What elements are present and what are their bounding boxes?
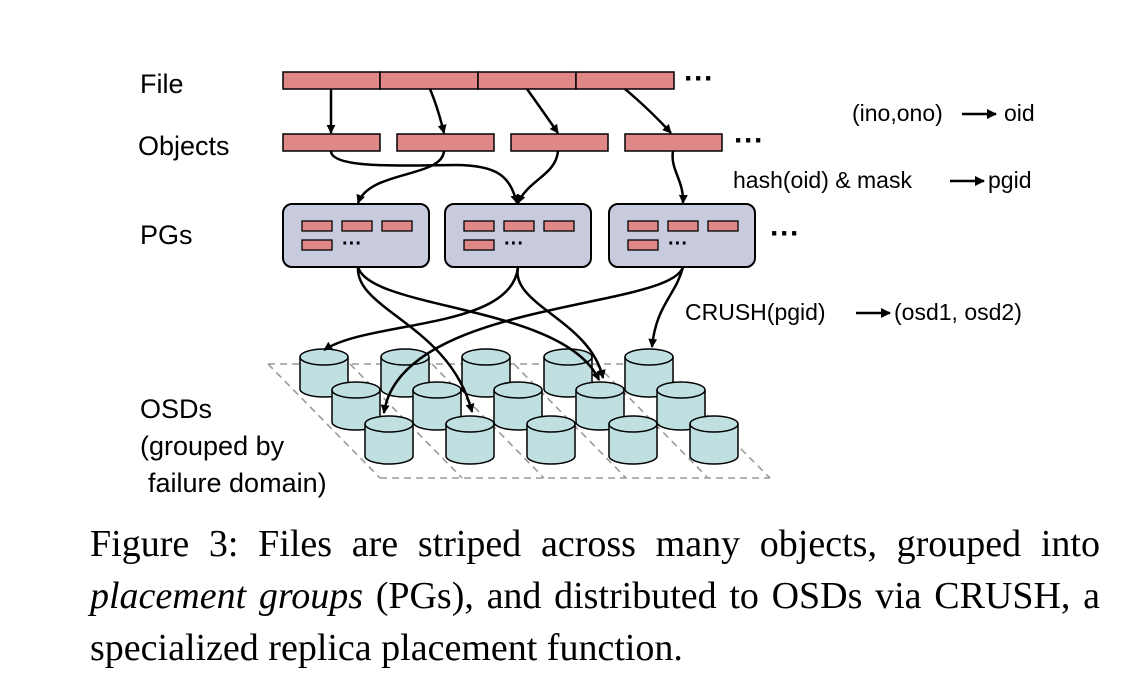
pg-box: ··· [444, 203, 592, 268]
file-segment [379, 71, 479, 90]
label-pgs: PGs [140, 220, 193, 250]
placement-diagram: File Objects PGs OSDs (grouped by failur… [138, 62, 1035, 498]
arrow [671, 150, 688, 204]
annotation-crush-from: CRUSH(pgid) [685, 299, 826, 325]
pg-box: ··· [282, 203, 430, 268]
osd-disk [575, 381, 625, 431]
file-segment [575, 71, 675, 90]
annotation-pgid-from: hash(oid) & mask [733, 167, 912, 193]
arrow [428, 88, 447, 134]
arrow [648, 266, 685, 348]
objects-ellipsis: ··· [734, 124, 764, 157]
arrow [624, 88, 672, 134]
object-block [624, 133, 723, 152]
pg-to-osd-arrows [323, 266, 685, 414]
file-to-object-arrows [326, 88, 672, 134]
annotation-pgid-to: pgid [988, 167, 1031, 193]
pg-ellipsis: ··· [504, 233, 524, 255]
label-osds-failure-domain: failure domain) [148, 468, 327, 498]
file-segment [477, 71, 577, 90]
object-to-pg-arrows [329, 150, 688, 204]
pg-ellipsis: ··· [342, 233, 362, 255]
file-stripe [282, 71, 675, 90]
label-objects: Objects [138, 131, 230, 161]
arrow [380, 266, 685, 414]
arrow [323, 266, 520, 352]
pg-ellipsis: ··· [668, 233, 688, 255]
pgs-ellipsis: ··· [770, 217, 800, 250]
annotation-pgid: hash(oid) & mask pgid [733, 167, 1031, 193]
object-block [396, 133, 495, 152]
arrow [356, 266, 475, 413]
label-osds-grouped: (grouped by [140, 431, 285, 461]
label-osds: OSDs [140, 394, 212, 424]
osd-disk [526, 415, 576, 465]
osd-disk [608, 415, 658, 465]
annotation-oid-from: (ino,ono) [852, 100, 943, 126]
osd-disk [445, 415, 495, 465]
annotation-oid-to: oid [1004, 100, 1035, 126]
osd-disk [689, 415, 739, 465]
file-ellipsis: ··· [684, 62, 714, 95]
annotation-crush: CRUSH(pgid) (osd1, osd2) [685, 299, 1022, 325]
file-segment [282, 71, 381, 90]
arrow [525, 88, 560, 134]
arrow [516, 150, 560, 204]
osd-cluster [299, 348, 739, 465]
osd-disk [543, 348, 593, 398]
caption-text-start: Figure 3: Files are striped across many … [90, 523, 1100, 565]
arrow [516, 266, 606, 379]
osd-disk [364, 415, 414, 465]
annotation-oid: (ino,ono) oid [852, 100, 1035, 126]
objects-row [282, 133, 723, 152]
object-block [510, 133, 609, 152]
arrow [329, 150, 520, 204]
label-file: File [140, 69, 184, 99]
caption-text-end: (PGs), and distributed to OSDs via CRUSH… [90, 575, 1100, 669]
object-block [282, 133, 381, 152]
pg-box: ··· [608, 203, 756, 268]
caption-emphasis: placement groups [90, 575, 364, 617]
annotation-crush-to: (osd1, osd2) [894, 299, 1022, 325]
arrow [356, 150, 446, 204]
figure-caption: Figure 3: Files are striped across many … [90, 518, 1100, 674]
